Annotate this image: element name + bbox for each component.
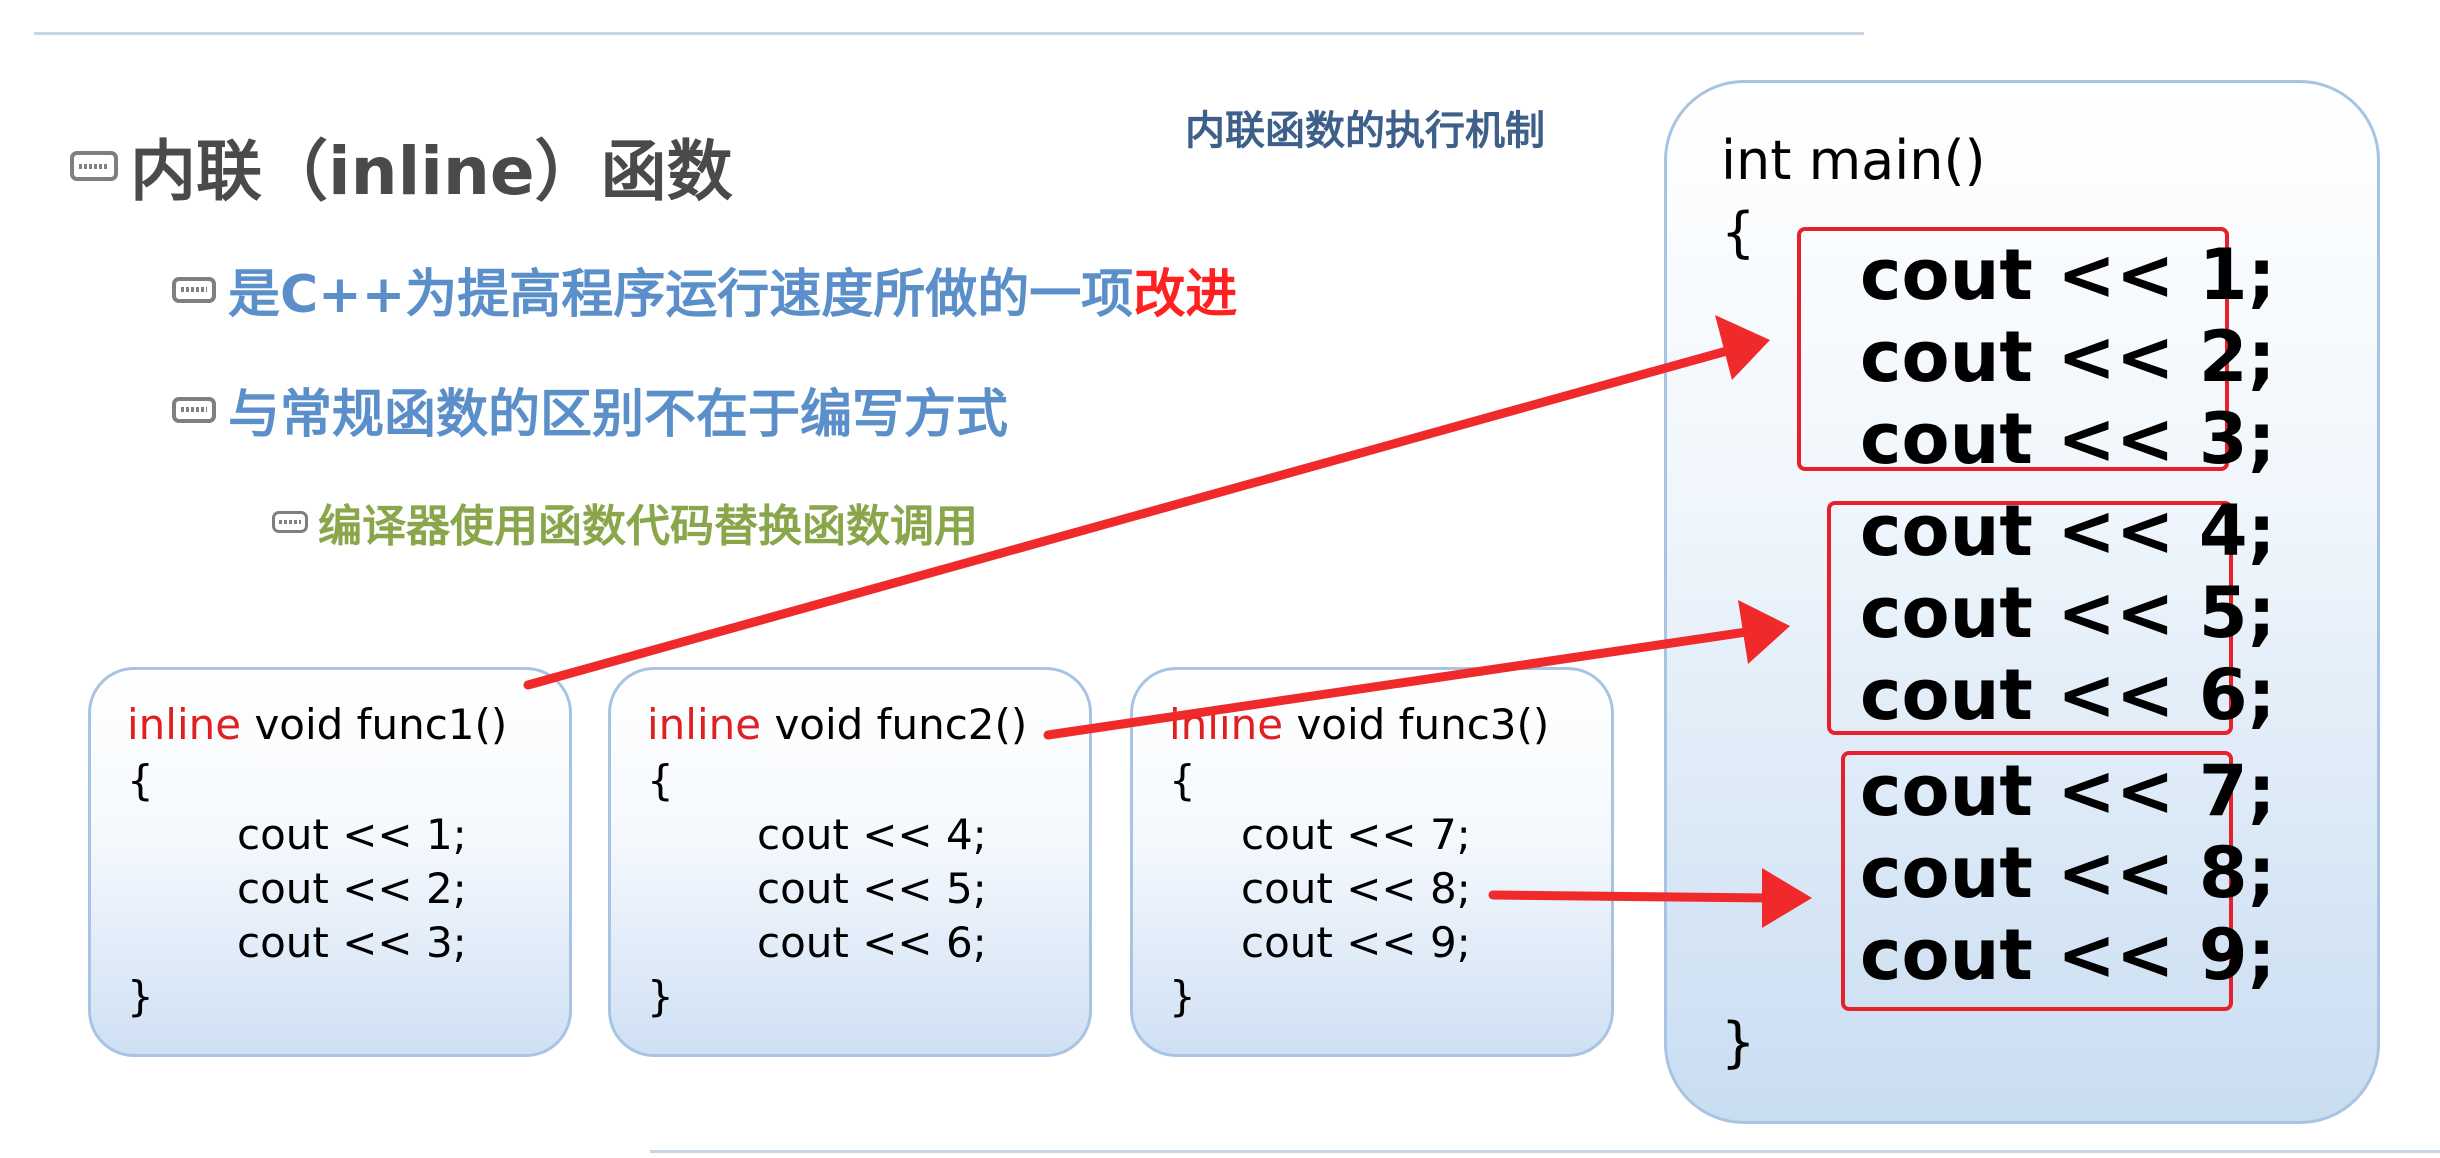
close-brace: } (647, 972, 674, 1021)
inline-keyword: inline (127, 700, 242, 749)
inline-keyword: inline (647, 700, 762, 749)
code-line: cout << 5; (757, 864, 987, 913)
bullet-icon (70, 151, 118, 181)
bottom-divider (650, 1150, 2440, 1153)
main-code-line: cout << 9; (1860, 914, 2276, 996)
main-signature: int main() (1721, 129, 1986, 192)
main-code-line: cout << 7; (1860, 750, 2276, 832)
mechanism-title: 内联函数的执行机制 (1185, 107, 1545, 154)
main-code-line: cout << 1; (1860, 234, 2276, 316)
code-line: cout << 9; (1241, 918, 1471, 967)
code-line: cout << 1; (237, 810, 467, 859)
main-code-line: cout << 2; (1860, 316, 2276, 398)
func3-decl: void func3() (1283, 700, 1550, 749)
top-divider (34, 32, 1864, 35)
bullet-improvement-text: 是C++为提高程序运行速度所做的一项改进 (228, 252, 1237, 327)
func2-decl: void func2() (761, 700, 1028, 749)
arrow-func1-to-main (523, 315, 1770, 690)
arrow-func3-to-main (1488, 868, 1812, 928)
main-code-line: cout << 5; (1860, 572, 2276, 654)
code-line: cout << 8; (1241, 864, 1471, 913)
heading-bullet: 内联（inline）函数 (70, 118, 733, 214)
code-line: cout << 6; (757, 918, 987, 967)
main-open-brace: { (1721, 201, 1756, 264)
bullet-improvement-highlight: 改进 (1133, 265, 1238, 325)
open-brace: { (1169, 756, 1196, 805)
slide-heading: 内联（inline）函数 (130, 133, 733, 210)
bullet-icon (272, 511, 308, 533)
code-line: cout << 7; (1241, 810, 1471, 859)
bullet-icon (172, 276, 216, 303)
bullet-improvement-main: 是C++为提高程序运行速度所做的一项 (228, 265, 1134, 325)
bullet-replacement: 编译器使用函数代码替换函数调用 (272, 490, 978, 554)
bullet-icon (172, 396, 216, 423)
open-brace: { (647, 756, 674, 805)
bullet-improvement: 是C++为提高程序运行速度所做的一项改进 (172, 252, 1237, 327)
func2-box: inline void func2() { cout << 4; cout <<… (608, 667, 1092, 1057)
func2-signature: inline void func2() (647, 700, 1027, 749)
inlined-group-func1 (1797, 227, 2229, 471)
inlined-group-func2 (1827, 501, 2233, 735)
main-function-box: int main() { } (1664, 80, 2380, 1124)
arrow-func2-to-main (1043, 600, 1790, 740)
main-code-line: cout << 6; (1860, 654, 2276, 736)
main-code-line: cout << 8; (1860, 832, 2276, 914)
func1-signature: inline void func1() (127, 700, 507, 749)
close-brace: } (127, 972, 154, 1021)
func1-box: inline void func1() { cout << 1; cout <<… (88, 667, 572, 1057)
bullet-difference: 与常规函数的区别不在于编写方式 (172, 372, 1008, 447)
main-close-brace: } (1721, 1011, 1756, 1074)
inlined-group-func3 (1841, 751, 2233, 1011)
bullet-replacement-text: 编译器使用函数代码替换函数调用 (318, 501, 978, 552)
bullet-difference-text: 与常规函数的区别不在于编写方式 (228, 385, 1009, 445)
func1-decl: void func1() (241, 700, 508, 749)
code-line: cout << 4; (757, 810, 987, 859)
func3-box: inline void func3() { cout << 7; cout <<… (1130, 667, 1614, 1057)
code-line: cout << 3; (237, 918, 467, 967)
main-code-line: cout << 4; (1860, 490, 2276, 572)
code-line: cout << 2; (237, 864, 467, 913)
main-code-line: cout << 3; (1860, 398, 2276, 480)
close-brace: } (1169, 972, 1196, 1021)
open-brace: { (127, 756, 154, 805)
